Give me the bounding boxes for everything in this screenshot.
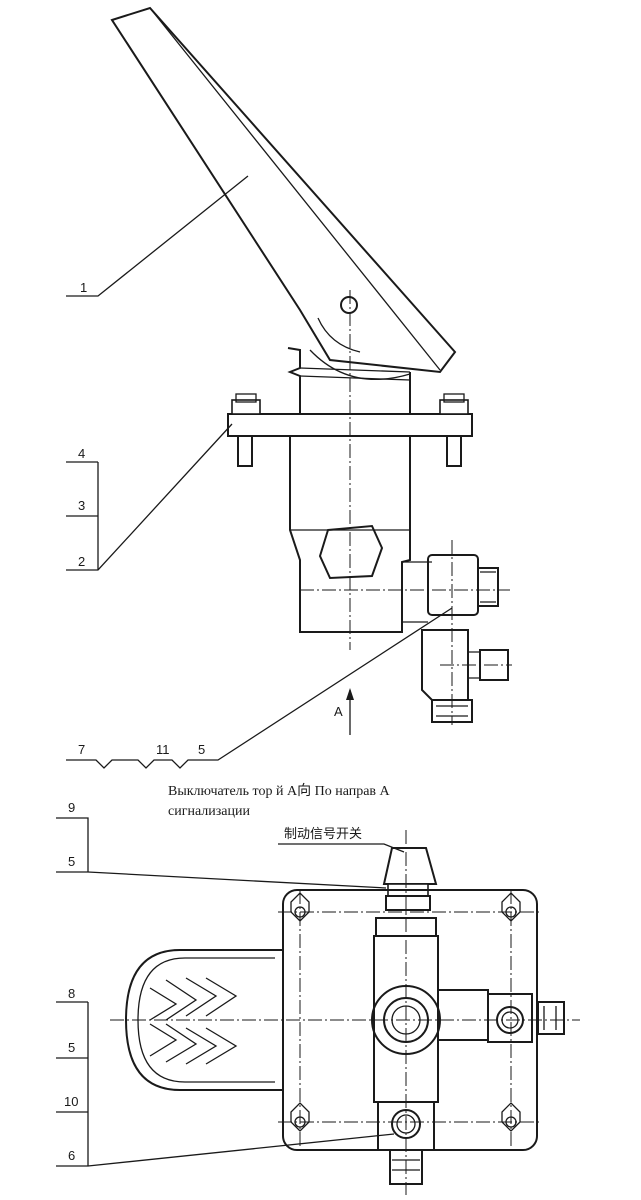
side-fitting (421, 554, 509, 723)
callout-11: 11 (156, 742, 170, 757)
side-view: A 1 4 3 2 7 11 5 (66, 6, 512, 769)
callout-9: 9 (68, 800, 75, 815)
side-view-leaders (66, 175, 453, 769)
valve-body (289, 436, 432, 633)
brake-signal-switch-label: 制动信号开关 (284, 827, 362, 842)
callout-5-top: 5 (68, 854, 75, 869)
view-arrow-a: A (334, 688, 354, 735)
callout-3: 3 (78, 498, 85, 513)
pedal-base (287, 347, 411, 414)
callout-4: 4 (78, 446, 85, 461)
callout-1: 1 (80, 280, 87, 295)
caption-line-1: Выключатель тор й A向 По направ A (168, 783, 391, 799)
callout-5: 5 (198, 742, 205, 757)
callout-7: 7 (78, 742, 85, 757)
callout-5-middle: 5 (68, 1040, 75, 1055)
top-view-leaders (56, 817, 395, 1167)
callout-10: 10 (64, 1094, 78, 1109)
top-view: 制动信号开关 (56, 800, 580, 1195)
callout-6: 6 (68, 1148, 75, 1163)
callout-8: 8 (68, 986, 75, 1001)
view-arrow-label: A (334, 704, 343, 719)
caption-line-2: сигнализации (168, 804, 250, 819)
brake-signal-switch: 制动信号开关 (278, 827, 438, 911)
pedal-lever (110, 6, 457, 374)
callout-2: 2 (78, 554, 85, 569)
view-caption: Выключатель тор й A向 По направ A сигнали… (168, 783, 391, 819)
